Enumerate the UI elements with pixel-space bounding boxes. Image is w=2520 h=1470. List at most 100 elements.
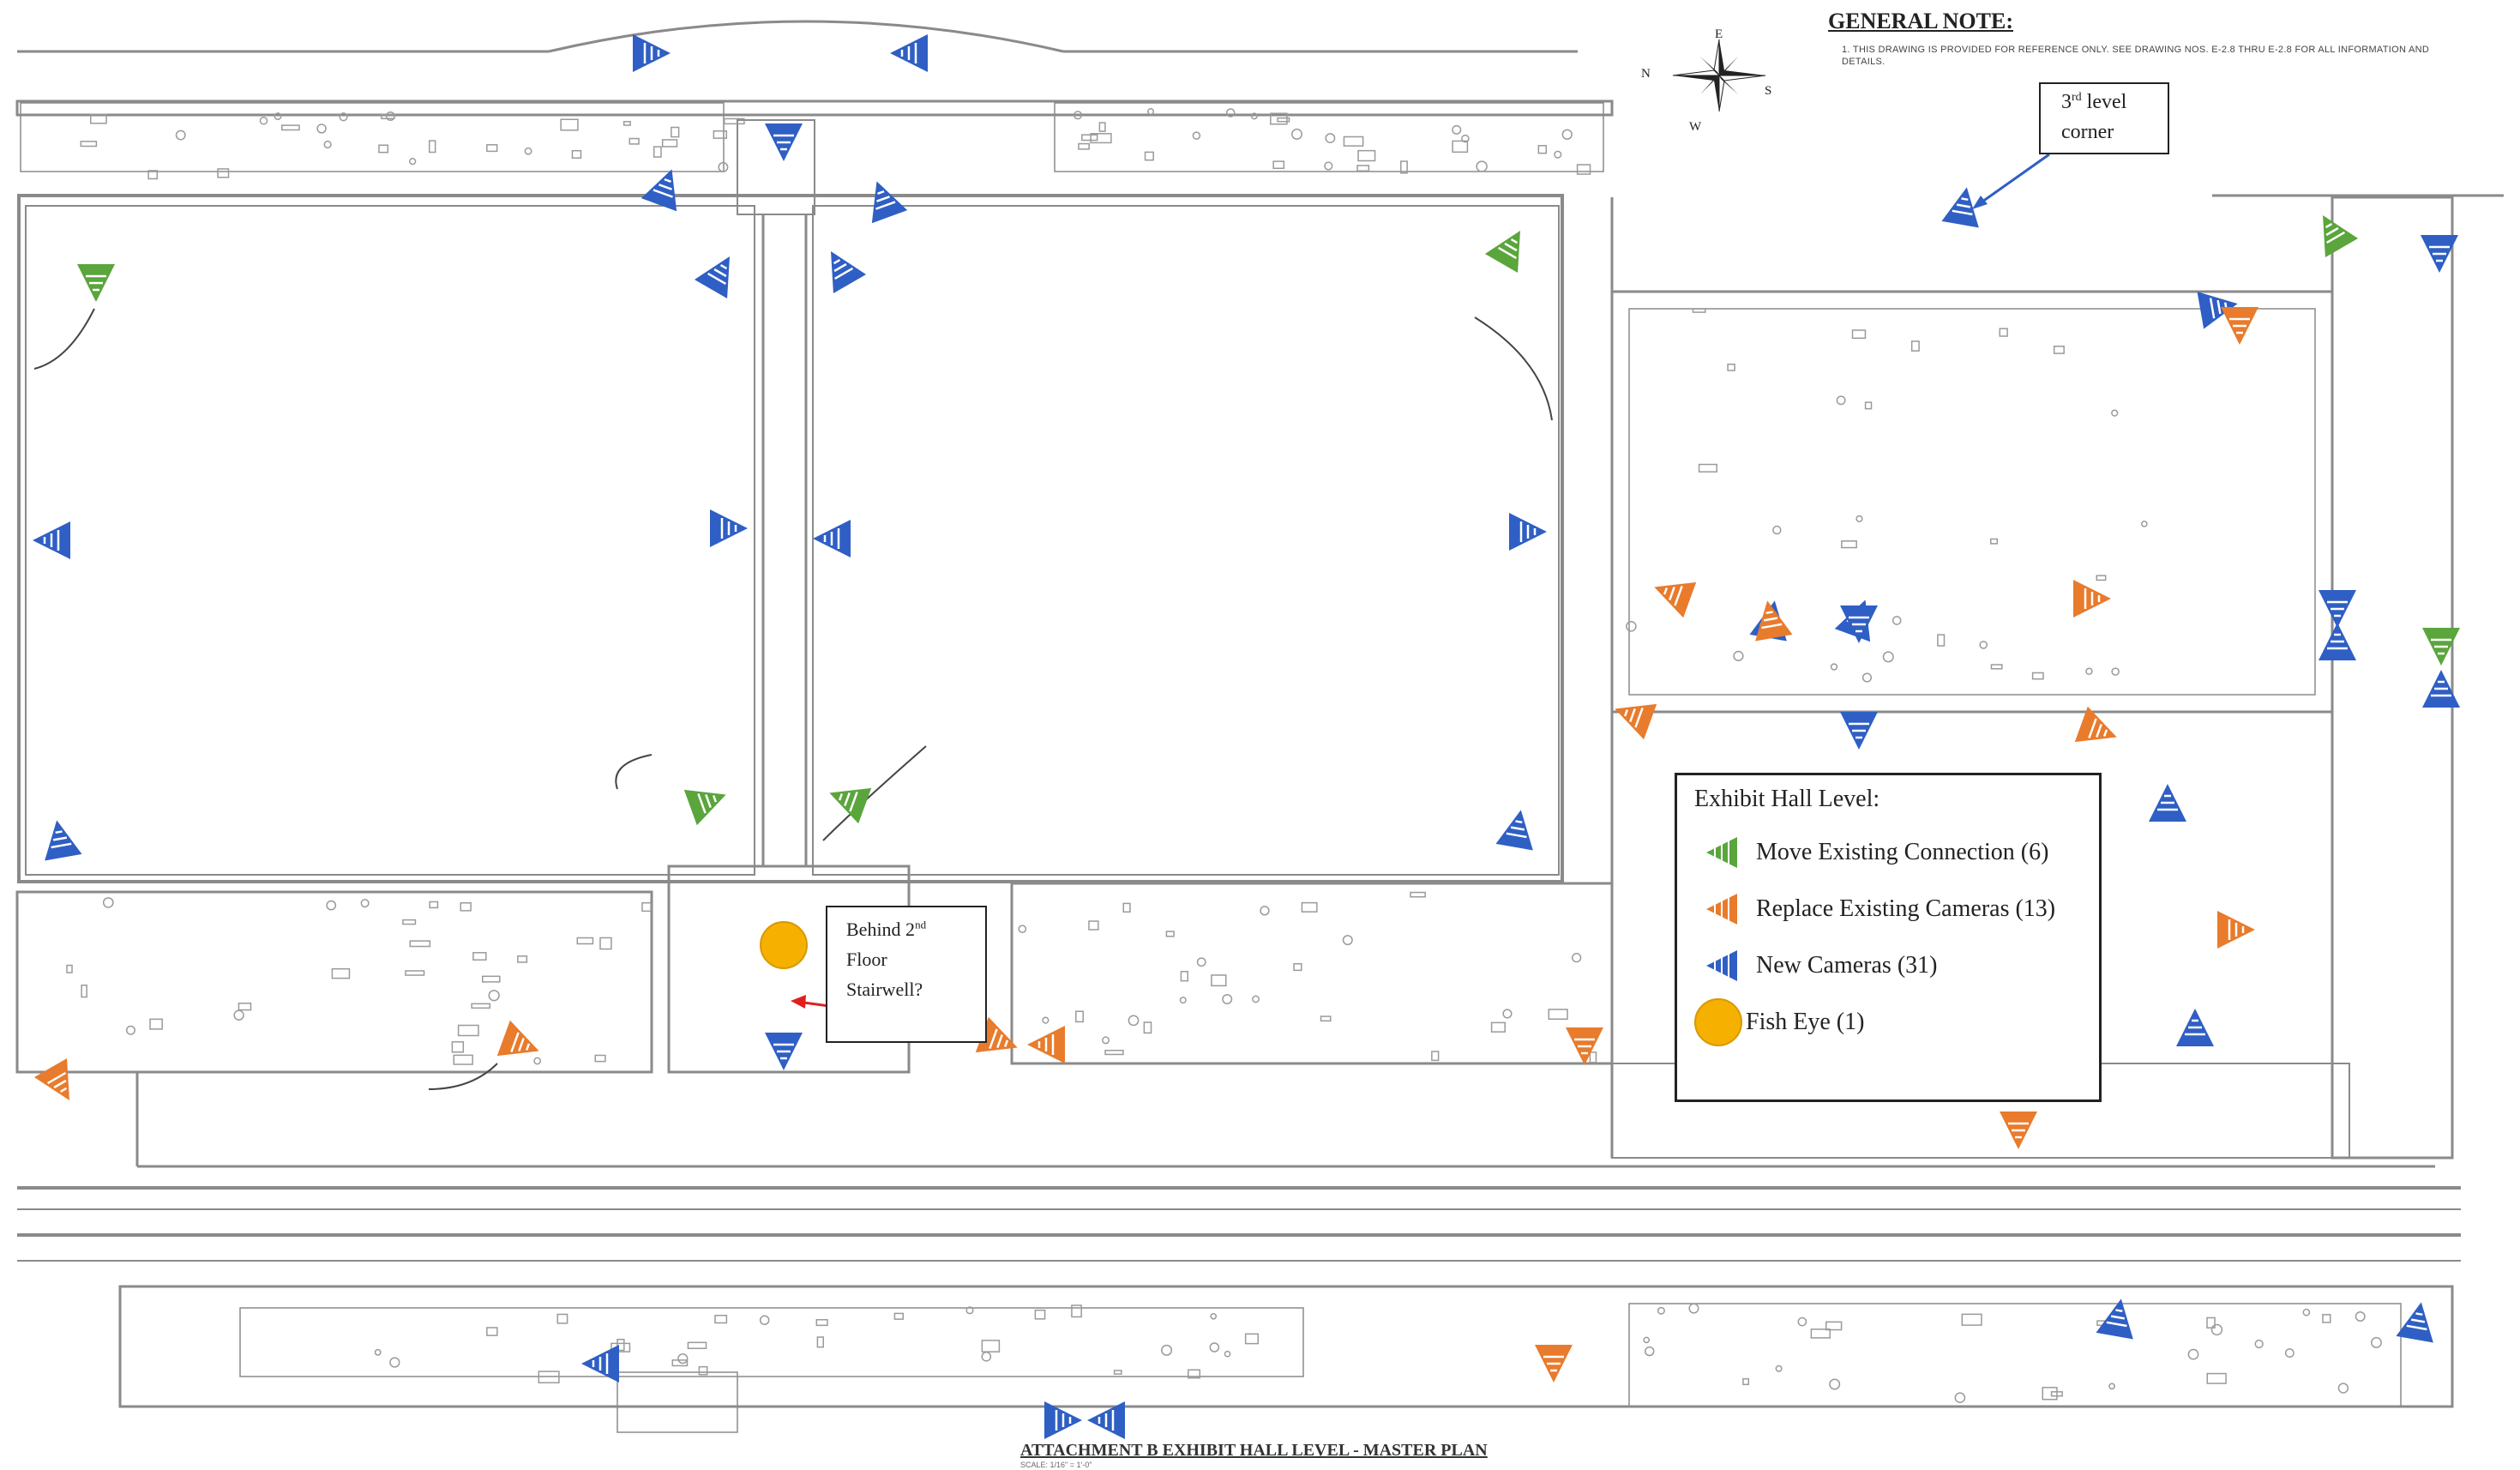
plan-fixture-symbol [576,937,594,945]
plan-fixture-symbol [1128,1015,1140,1027]
plan-fixture-symbol [2096,575,2107,581]
plan-fixture-symbol [1452,140,1469,154]
new-camera-marker [45,820,82,861]
plan-fixture-symbol [1554,150,1562,159]
plan-fixture-symbol [1293,963,1302,972]
new-camera-marker [581,1345,619,1383]
plan-fixture-symbol [698,1365,708,1376]
plan-fixture-symbol [66,964,73,973]
new-camera-marker [765,1033,803,1070]
plan-fixture-symbol [1502,1009,1513,1019]
plan-fixture-symbol [2210,1323,2223,1336]
plan-fixture-symbol [1537,145,1548,154]
plan-fixture-symbol [1742,1377,1750,1386]
plan-fixture-symbol [671,1359,689,1367]
new-camera-marker [765,124,803,161]
new-camera-marker [890,34,928,72]
replace-camera-marker [1615,703,1657,740]
plan-fixture-symbol [378,144,389,154]
plan-fixture-symbol [759,1315,770,1326]
plan-fixture-symbol [671,126,680,138]
plan-fixture-symbol [1143,1021,1152,1034]
plan-fixture-symbol [1073,111,1083,120]
plan-fixture-symbol [1855,515,1863,522]
plan-fixture-symbol [1476,160,1488,172]
plan-fixture-symbol [360,899,370,908]
plan-fixture-symbol [1825,1321,1843,1331]
plan-fixture-symbol [1179,997,1187,1004]
plan-fixture-symbol [1461,134,1470,143]
plan-fixture-symbol [571,149,582,159]
yellow-circle-icon [1694,998,1742,1046]
plan-fixture-symbol [428,140,436,154]
plan-fixture-symbol [486,1327,498,1336]
plan-fixture-symbol [713,130,728,139]
orange-camera-triangle-icon [1706,894,1737,925]
plan-fixture-symbol [1733,650,1744,662]
replace-camera-marker [1566,1027,1603,1065]
plan-fixture-symbol [1864,401,1873,410]
replace-camera-marker [1654,581,1697,618]
plan-fixture-symbol [1250,112,1258,120]
new-camera-marker [1840,712,1878,750]
plan-fixture-symbol [641,901,652,913]
new-camera-marker [33,521,70,559]
plan-fixture-symbol [1324,161,1333,171]
plan-fixture-symbol [147,170,159,180]
plan-fixture-symbol [1090,133,1112,144]
new-camera-marker [1087,1401,1125,1439]
plan-fixture-symbol [1356,165,1370,172]
move-camera-marker [829,787,872,824]
stairwell-callout-line2: Floor [846,949,887,971]
plan-scale: SCALE: 1/16" = 1'-0" [1020,1461,1092,1469]
new-camera-marker [2319,590,2356,628]
plan-fixture-symbol [402,919,417,925]
plan-fixture-symbol [1270,112,1288,125]
legend-title: Exhibit Hall Level: [1694,786,1880,812]
plan-fixture-symbol [616,1338,625,1352]
stairwell-callout-line3: Stairwell? [846,979,923,1001]
plan-fixture-symbol [1775,1365,1783,1372]
replace-camera-marker [2074,706,2117,743]
plan-fixture-symbol [815,1319,828,1327]
plan-title: ATTACHMENT B EXHIBIT HALL LEVEL - MASTER… [1020,1441,1488,1460]
plan-fixture-symbol [533,1057,542,1065]
plan-fixture-symbol [1657,1306,1665,1315]
plan-fixture-symbol [1277,117,1290,123]
legend-label-new: New Cameras (31) [1756,952,1938,979]
plan-fixture-symbol [1688,1303,1699,1314]
legend-label-replace: Replace Existing Cameras (13) [1756,895,2056,922]
plan-fixture-symbol [217,168,230,178]
plan-fixture-symbol [556,1313,568,1324]
plan-fixture-symbol [1576,164,1591,175]
plan-fixture-symbol [1188,1369,1201,1379]
replace-camera-marker [496,1020,539,1057]
plan-fixture-symbol [1165,931,1175,937]
plan-fixture-symbol [2111,409,2119,417]
fish-eye-camera-marker [760,921,808,969]
plan-fixture-symbol [2302,1308,2311,1316]
plan-fixture-symbol [1990,664,2003,670]
move-camera-marker [683,789,726,826]
plan-fixture-symbol [2141,521,2148,527]
plan-fixture-symbol [175,130,186,141]
plan-fixture-symbol [1431,1051,1440,1062]
plan-fixture-symbol [389,1357,400,1368]
replace-camera-marker [2000,1112,2037,1149]
plan-fixture-symbol [451,1041,465,1053]
plan-fixture-symbol [1301,901,1318,913]
new-camera-marker [1941,187,1979,228]
new-camera-marker [2149,784,2186,822]
new-camera-marker [1044,1401,1082,1439]
new-camera-marker [641,169,677,212]
move-camera-marker [77,264,115,302]
plan-fixture-symbol [1210,1312,1218,1320]
plan-fixture-symbol [2053,346,2065,354]
plan-fixture-symbol [1589,1051,1597,1063]
plan-fixture-symbol [1224,1350,1231,1358]
new-camera-marker [813,520,851,557]
plan-fixture-symbol [1291,128,1302,140]
plan-fixture-symbol [1192,131,1201,140]
plan-fixture-symbol [1272,160,1285,170]
plan-fixture-symbol [1222,994,1233,1005]
